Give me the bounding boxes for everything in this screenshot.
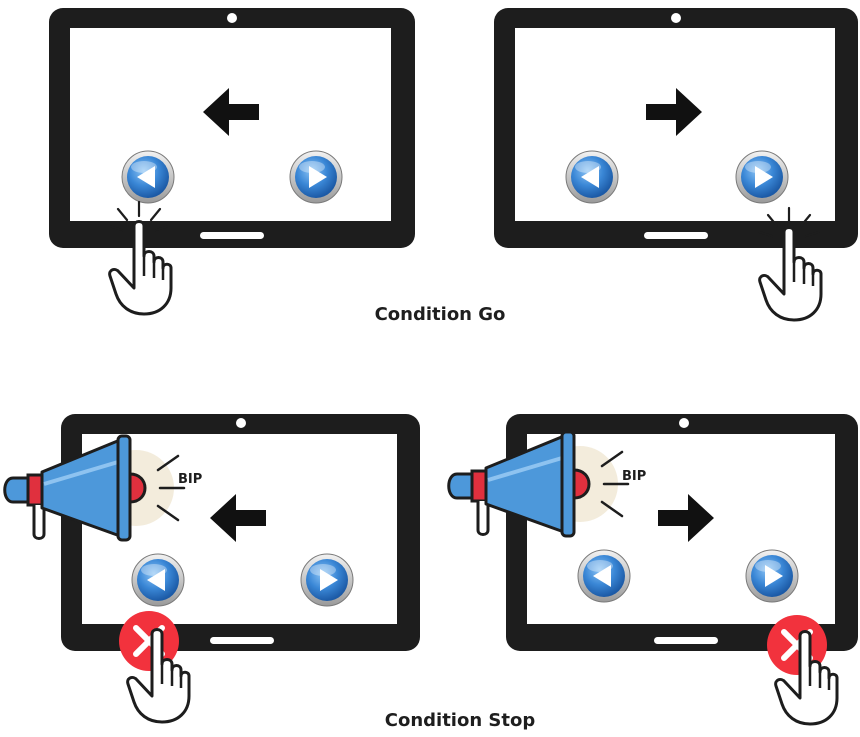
right-button-icon[interactable] <box>745 549 799 603</box>
home-bar <box>210 637 274 644</box>
left-button-icon[interactable] <box>565 150 619 204</box>
left-button-icon[interactable] <box>121 150 175 204</box>
home-bar <box>644 232 708 239</box>
camera-dot <box>227 13 237 23</box>
right-button-icon[interactable] <box>735 150 789 204</box>
left-button-icon[interactable] <box>131 553 185 607</box>
right-button-icon[interactable] <box>300 553 354 607</box>
right-button-icon[interactable] <box>289 150 343 204</box>
camera-dot <box>679 418 689 428</box>
go-panel-right <box>494 8 858 322</box>
stop-panel-right: BIP <box>446 414 858 726</box>
tablet-screen <box>515 28 835 221</box>
home-bar <box>200 232 264 239</box>
caption-stop: Condition Stop <box>385 710 536 731</box>
camera-dot <box>236 418 246 428</box>
camera-dot <box>671 13 681 23</box>
home-bar <box>654 637 718 644</box>
go-panel-left <box>49 8 415 316</box>
left-button-icon[interactable] <box>577 549 631 603</box>
caption-go: Condition Go <box>375 304 506 325</box>
bip-label: BIP <box>178 472 202 487</box>
tablet-screen <box>70 28 391 221</box>
stop-panel-left: BIP <box>2 414 420 724</box>
bip-label: BIP <box>622 469 646 484</box>
